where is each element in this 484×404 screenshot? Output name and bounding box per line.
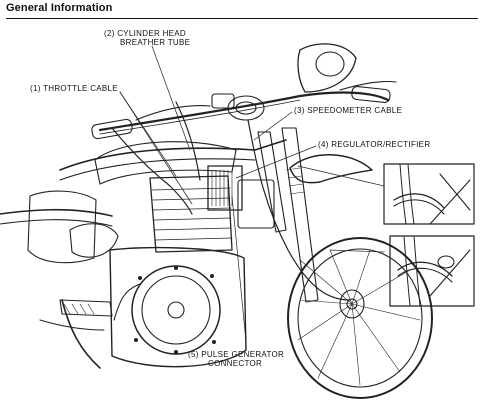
front-fork-left	[281, 127, 319, 303]
cylinder-head	[149, 175, 233, 253]
frame-top	[59, 139, 287, 171]
label-pulse-generator-connector: (5) PULSE GENERATOR CONNECTOR	[188, 350, 284, 368]
detail-inset-1	[383, 163, 475, 225]
front-fork-right	[257, 131, 287, 233]
label-regulator-rectifier: (4) REGULATOR/RECTIFIER	[318, 140, 431, 149]
section-title: General Information	[6, 2, 113, 14]
footpeg	[61, 299, 101, 369]
label-cylinder-head-line1: (2) CYLINDER HEAD	[104, 29, 187, 38]
carburetor	[69, 223, 119, 258]
front-rim	[297, 248, 423, 388]
speedometer-cable-line	[247, 119, 351, 301]
exhaust-pipe	[0, 208, 113, 217]
fuel-tank	[94, 141, 237, 185]
label-pulse-generator-line1: (5) PULSE GENERATOR	[188, 350, 285, 359]
breather-tube-line	[175, 101, 201, 181]
throttle-cable-line	[111, 127, 193, 215]
label-speedometer-cable: (3) SPEEDOMETER CABLE	[294, 106, 403, 115]
right-grip	[351, 85, 391, 104]
front-tire	[287, 237, 433, 399]
pulse-generator-wire	[113, 283, 141, 321]
leader-speedometer-cable	[253, 111, 293, 141]
left-grip	[91, 118, 133, 140]
label-throttle-cable: (1) THROTTLE CABLE	[30, 84, 118, 93]
label-cylinder-head-line2: BREATHER TUBE	[120, 38, 191, 47]
handlebar	[98, 91, 390, 132]
label-pulse-generator-line2: CONNECTOR	[208, 359, 263, 368]
generator-cover	[131, 265, 221, 355]
label-cylinder-head-breather-tube: (2) CYLINDER HEAD BREATHER TUBE	[104, 29, 190, 47]
leader-regulator	[235, 145, 317, 179]
detail-inset-2	[389, 235, 475, 307]
regulator-rectifier-unit	[207, 165, 243, 211]
headlight-cowl	[297, 43, 357, 93]
leader-breather-tube	[151, 45, 191, 151]
crankcase	[109, 246, 247, 368]
leader-pulse-generator	[231, 195, 247, 343]
title-rule	[6, 18, 478, 19]
front-hub	[339, 289, 365, 319]
